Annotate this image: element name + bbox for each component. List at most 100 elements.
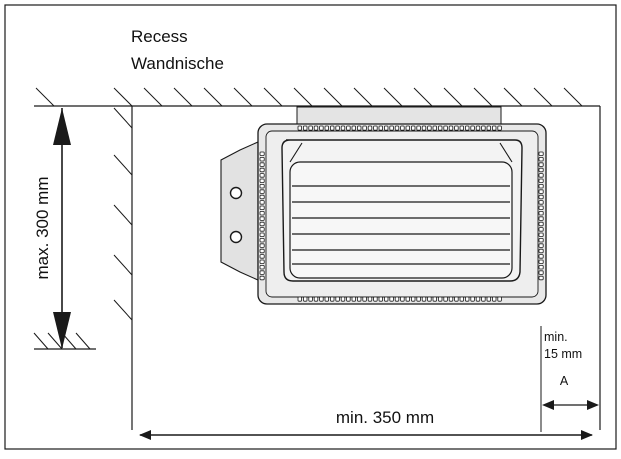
- vent-dot: [538, 167, 544, 173]
- ceiling-hatch-stroke: [443, 87, 463, 107]
- vent-dot: [259, 156, 265, 162]
- height-arrow-top: [53, 108, 71, 145]
- vent-dot: [394, 125, 400, 131]
- vent-dot: [454, 296, 459, 302]
- ceiling-hatch-stroke: [293, 87, 313, 107]
- vent-dot: [340, 296, 346, 302]
- vent-dot: [356, 125, 362, 131]
- vent-dot: [400, 296, 405, 302]
- vent-dot: [356, 296, 362, 302]
- vent-dot: [259, 173, 265, 178]
- grille-inner: [289, 161, 513, 279]
- vent-dot: [416, 296, 421, 302]
- vent-dot: [497, 296, 502, 302]
- ceiling-hatch-stroke: [413, 87, 433, 107]
- floor-hatching: [33, 332, 91, 350]
- vent-dot: [538, 216, 544, 221]
- vent-dot: [367, 125, 373, 131]
- ceiling-hatch-stroke: [533, 87, 553, 107]
- vent-dot: [538, 151, 544, 156]
- vent-dots-top: [297, 125, 502, 131]
- ceiling-hatch-stroke: [473, 87, 493, 107]
- vent-dot: [351, 296, 356, 302]
- vent-dot: [443, 296, 448, 302]
- wall-hatch-stroke: [113, 254, 133, 276]
- vent-dot: [538, 200, 544, 205]
- vent-dots-left: [259, 151, 265, 281]
- vent-dot: [383, 125, 389, 131]
- mounting-bar: [296, 106, 502, 127]
- vent-dot: [437, 296, 443, 302]
- vent-dot: [486, 125, 491, 131]
- vent-dot: [329, 125, 335, 131]
- vent-dot: [538, 254, 544, 259]
- ceiling-hatch-stroke: [323, 87, 343, 107]
- vent-dot: [259, 221, 265, 227]
- vent-dot: [308, 125, 313, 131]
- vent-dot: [259, 210, 265, 216]
- vent-dot: [421, 125, 427, 131]
- vent-dot: [470, 125, 475, 131]
- vent-dot: [470, 296, 475, 302]
- vent-dot: [259, 259, 265, 264]
- vent-dot: [538, 210, 544, 216]
- width-label: min. 350 mm: [336, 408, 434, 427]
- vent-dot: [259, 162, 265, 167]
- vent-dot: [308, 296, 313, 302]
- vent-dot: [302, 296, 308, 302]
- vent-dot: [346, 296, 351, 302]
- vent-dot: [324, 296, 329, 302]
- floor-hatch-stroke: [33, 332, 49, 350]
- vent-dot: [373, 296, 378, 302]
- clearance-dimension: min. 15 mm A: [540, 326, 599, 432]
- vent-dot: [421, 296, 427, 302]
- vent-dot: [346, 125, 351, 131]
- vent-dot: [362, 125, 367, 131]
- ceiling-wall: [34, 105, 601, 430]
- wandnische-label: Wandnische: [131, 54, 224, 73]
- vent-dot: [454, 125, 459, 131]
- vent-dot: [313, 296, 319, 302]
- grille-corner-lines: [289, 142, 513, 163]
- vent-dot: [259, 254, 265, 259]
- vent-dot: [259, 200, 265, 205]
- vent-dot: [259, 183, 265, 189]
- ceiling-hatch-stroke: [143, 87, 163, 107]
- vent-dot: [481, 296, 486, 302]
- vent-dot: [538, 270, 544, 275]
- vent-dot: [319, 296, 324, 302]
- vent-dot: [432, 125, 437, 131]
- floor-hatch-stroke: [47, 332, 63, 350]
- height-arrow-bottom: [53, 312, 71, 349]
- vent-dot: [410, 125, 416, 131]
- vent-dot: [443, 125, 448, 131]
- vent-dot: [459, 125, 464, 131]
- vent-dot: [259, 232, 265, 237]
- vent-dot: [367, 296, 373, 302]
- vent-dot: [297, 296, 302, 302]
- vent-dot: [259, 205, 265, 210]
- vent-dot: [405, 296, 410, 302]
- clearance-label-line2: 15 mm: [544, 347, 582, 361]
- heater-unit: [220, 106, 547, 305]
- vent-dot: [259, 248, 265, 254]
- vent-dot: [538, 156, 544, 162]
- vent-dot: [335, 296, 340, 302]
- vent-dot: [538, 243, 544, 248]
- bracket-screw-bottom: [229, 230, 243, 244]
- vent-dot: [302, 125, 308, 131]
- vent-dot: [362, 296, 367, 302]
- vent-dot: [416, 125, 421, 131]
- vent-dot: [538, 205, 544, 210]
- vent-dot: [538, 178, 544, 183]
- vent-dot: [486, 296, 491, 302]
- vent-dot: [448, 125, 454, 131]
- vent-dot: [259, 237, 265, 243]
- clearance-arrow-left: [542, 400, 554, 410]
- height-label: max. 300 mm: [33, 177, 52, 280]
- ceiling-hatch-stroke: [113, 87, 133, 107]
- height-dimension: max. 300 mm: [33, 108, 71, 349]
- ceiling-hatch-stroke: [203, 87, 223, 107]
